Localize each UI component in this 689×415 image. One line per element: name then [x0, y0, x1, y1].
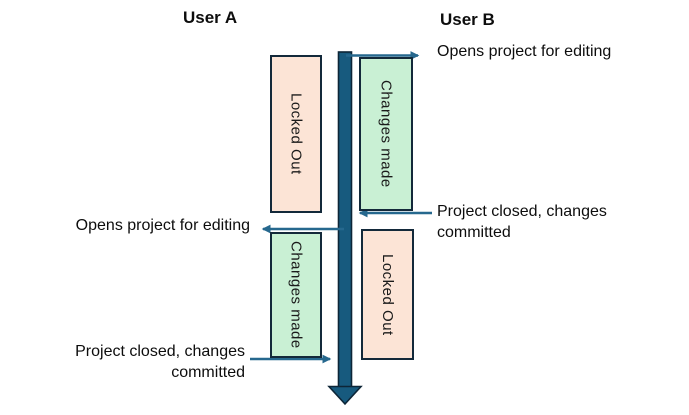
user-a-locked-out-label: Locked Out — [287, 93, 305, 175]
user-b-changes-made-box: Changes made — [359, 57, 413, 211]
user-a-changes-made-label: Changes made — [287, 241, 305, 349]
user-b-changes-made-label: Changes made — [377, 80, 395, 188]
event-a-commit-label: Project closed, changes committed — [75, 343, 245, 382]
user-a-locked-out-box: Locked Out — [270, 55, 322, 213]
timeline-arrowhead-icon — [327, 385, 363, 406]
user-a-changes-made-box: Changes made — [270, 232, 322, 358]
user-b-locked-out-box: Locked Out — [361, 229, 414, 360]
event-b-open-label: Opens project for editing — [437, 43, 612, 60]
user-b-title: User B — [440, 10, 495, 29]
user-b-locked-out-label: Locked Out — [379, 253, 396, 336]
event-a-open-label: Opens project for editing — [75, 217, 250, 234]
event-b-commit-label: Project closed, changes committed — [437, 203, 607, 242]
user-a-title: User A — [183, 8, 238, 27]
timeline-arrow — [327, 51, 363, 406]
